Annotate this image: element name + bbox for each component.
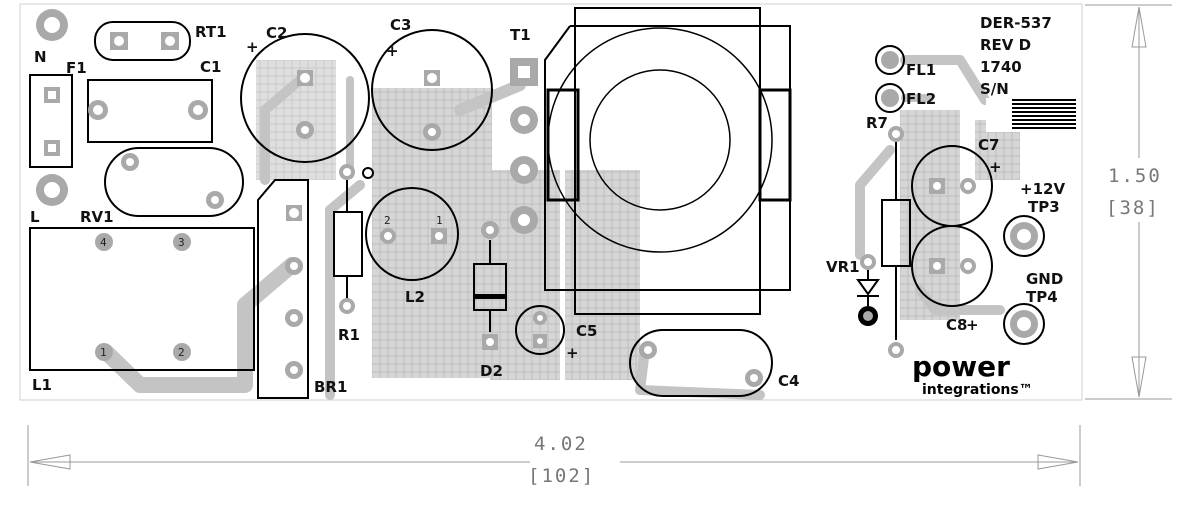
label-f1: F1 (66, 59, 87, 77)
capacitor-c1 (104, 147, 244, 217)
silkscreen-text: 4 (100, 236, 107, 249)
label-br1: BR1 (314, 378, 347, 396)
silkscreen-text: + (246, 38, 259, 56)
label-l: L (30, 208, 40, 226)
silkscreen-text: + (386, 42, 399, 60)
serial-field (986, 98, 1076, 132)
capacitor-c3 (371, 29, 493, 151)
label-r1: R1 (338, 326, 360, 344)
silkscreen-text: 2 (178, 346, 185, 359)
testpoint-tp3 (1003, 215, 1045, 257)
label-d2: D2 (480, 362, 503, 380)
label-c4: C4 (778, 372, 799, 390)
capacitor-c5 (515, 305, 565, 355)
label-c7: C7 (978, 136, 999, 154)
label-n: N (34, 48, 47, 66)
label-tp4: TP4 (1026, 288, 1058, 306)
height-inches: 1.50 (1108, 165, 1162, 187)
label-r7: R7 (866, 114, 888, 132)
testpoint-tp4 (1003, 303, 1045, 345)
label-l2: L2 (405, 288, 425, 306)
label-rt1: RT1 (195, 23, 227, 41)
silkscreen-text: power (912, 350, 1010, 383)
board-outline (19, 3, 1083, 401)
power-integrations-logo: power integrations™ (912, 350, 1033, 398)
label-c5: C5 (576, 322, 597, 340)
resistor-r1 (333, 211, 363, 277)
label-l1: L1 (32, 376, 52, 394)
label-vr1: VR1 (826, 258, 860, 276)
label-c3: C3 (390, 16, 411, 34)
width-mm: [102] (528, 465, 595, 487)
height-mm: [38] (1106, 197, 1160, 219)
capacitor-c4 (629, 329, 773, 397)
silkscreen-text: + (989, 158, 1002, 176)
label-tp3: TP3 (1028, 198, 1060, 216)
label-tp4-voltage: GND (1026, 270, 1063, 288)
bridge-rectifier-br1 (257, 179, 309, 399)
label-fl2: FL2 (906, 90, 936, 108)
board-id-block: DER-537 REV D 1740 S/N (980, 14, 1076, 132)
label-rv1: RV1 (80, 208, 114, 226)
label-c1: C1 (200, 58, 221, 76)
copper-pours (256, 60, 1020, 380)
label-c8: C8 (946, 316, 967, 334)
silkscreen-text: + (966, 316, 979, 334)
capacitor-c2 (240, 33, 370, 163)
connector-outline (29, 74, 73, 168)
silkscreen-text: 1 (100, 346, 107, 359)
silkscreen-text: integrations™ (922, 382, 1033, 398)
label-c2: C2 (266, 24, 287, 42)
board-rev: REV D (980, 36, 1031, 54)
silkscreen-text: 2 (384, 214, 391, 227)
inductor-l1 (29, 227, 255, 371)
board-id: DER-537 (980, 14, 1052, 32)
capacitor-c8 (911, 225, 993, 307)
height-dimension: 1.50 [38] (1085, 4, 1172, 400)
label-t1: T1 (510, 26, 531, 44)
board-date-code: 1740 (980, 58, 1022, 76)
width-dimension: 4.02 [102] (27, 425, 1081, 487)
width-inches: 4.02 (534, 433, 588, 455)
fuse-f1 (87, 79, 213, 143)
silkscreen-text: 1 (436, 214, 443, 227)
silkscreen-text: + (566, 344, 579, 362)
board-serial: S/N (980, 80, 1009, 98)
transformer-t1 (544, 7, 792, 315)
silkscreen-text: 3 (178, 236, 185, 249)
copper-traces (98, 55, 1005, 400)
label-fl1: FL1 (906, 61, 936, 79)
label-tp3-voltage: +12V (1020, 180, 1065, 198)
thermistor-rt1 (94, 21, 191, 61)
zener-vr1 (856, 270, 880, 306)
inductor-l2 (365, 187, 459, 281)
